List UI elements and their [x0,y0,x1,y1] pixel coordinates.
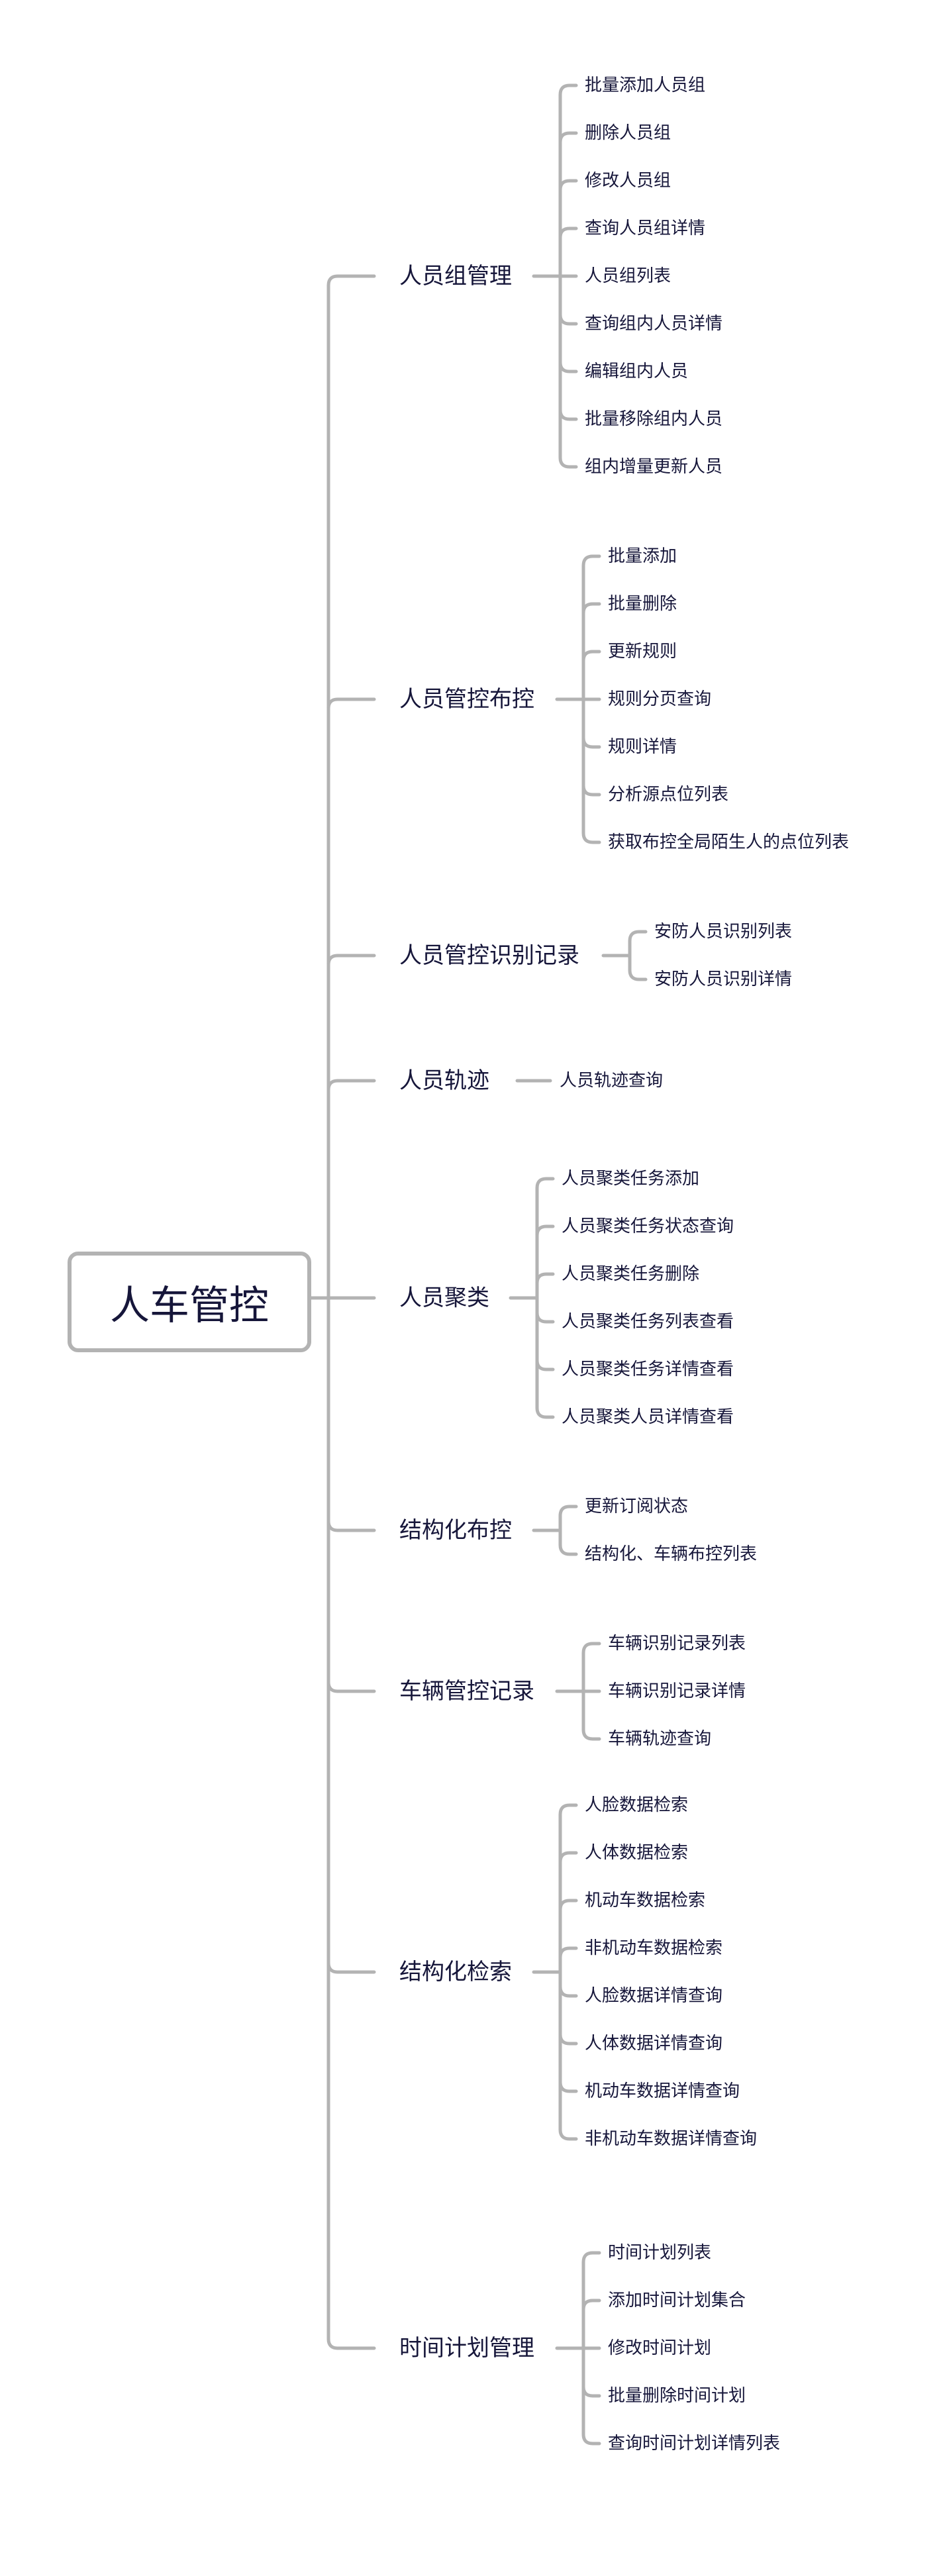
leaf-node[interactable]: 批量移除组内人员 [585,409,723,429]
trunk-branch-line [326,1296,376,1532]
branch-node[interactable]: 人员组管理 [399,263,512,289]
leaf-node[interactable]: 时间计划列表 [608,2243,712,2263]
root-label: 人车管控 [110,1282,269,1329]
leaf-connector [558,1970,578,2046]
leaf-connector [535,1296,555,1324]
leaf-connector [581,602,601,701]
leaf-node[interactable]: 结构化、车辆布控列表 [585,1544,758,1564]
branch-node[interactable]: 时间计划管理 [399,2335,534,2361]
leaf-connector [581,697,601,749]
leaf-connector [581,2346,601,2446]
leaf-connector [535,1272,555,1300]
leaf-node[interactable]: 修改人员组 [585,171,671,191]
branch-node[interactable]: 人员聚类 [399,1285,489,1311]
trunk-branch-line [326,1296,376,1693]
leaf-node[interactable]: 车辆识别记录详情 [608,1681,746,1701]
leaf-node[interactable]: 人员聚类任务添加 [562,1169,700,1189]
leaf-connector [558,274,578,326]
leaf-connector [628,930,648,958]
leaf-connector [558,1528,578,1556]
leaf-node[interactable]: 规则分页查询 [608,689,712,709]
branch-node[interactable]: 人员管控识别记录 [399,942,579,969]
leaf-connector [558,226,578,278]
leaf-connector [558,83,578,278]
leaf-connector [558,1505,578,1532]
leaf-node[interactable]: 更新规则 [608,642,677,662]
leaf-node[interactable]: 获取布控全局陌生人的点位列表 [608,832,850,852]
leaf-node[interactable]: 修改时间计划 [608,2338,712,2358]
leaf-connector [558,1946,578,1974]
leaf-connector [558,1970,578,2093]
leaf-node[interactable]: 安防人员识别列表 [654,922,793,942]
leaf-node[interactable]: 编辑组内人员 [585,362,689,381]
leaf-node[interactable]: 批量添加人员组 [585,75,706,95]
leaf-node[interactable]: 人员轨迹查询 [560,1071,664,1091]
leaf-node[interactable]: 批量删除时间计划 [608,2386,746,2406]
leaf-connector [558,1803,578,1974]
leaf-node[interactable]: 人脸数据详情查询 [585,1986,723,2006]
leaf-node[interactable]: 人员聚类任务状态查询 [562,1216,734,1236]
root-node[interactable]: 人车管控 [68,1252,311,1352]
leaf-node[interactable]: 人员聚类任务删除 [562,1264,700,1284]
branch-node[interactable]: 车辆管控记录 [399,1678,534,1705]
leaf-node[interactable]: 安防人员识别详情 [654,969,793,989]
leaf-node[interactable]: 分析源点位列表 [608,785,729,805]
leaf-node[interactable]: 人体数据检索 [585,1843,689,1863]
trunk-branch-line [326,954,376,1300]
leaf-node[interactable]: 机动车数据检索 [585,1891,706,1910]
leaf-connector [558,131,578,278]
leaf-node[interactable]: 组内增量更新人员 [585,457,723,477]
leaf-node[interactable]: 查询组内人员详情 [585,314,723,334]
leaf-node[interactable]: 批量删除 [608,594,677,614]
leaf-node[interactable]: 删除人员组 [585,123,671,143]
trunk-branch-line [326,697,376,1300]
leaf-connector [558,1851,578,1974]
leaf-connector [558,274,578,469]
leaf-connector [535,1177,555,1300]
leaf-connector [581,2346,601,2398]
leaf-connector [581,1689,601,1741]
leaf-node[interactable]: 人员聚类任务列表查看 [562,1312,734,1332]
leaf-connector [581,2299,601,2350]
branch-node[interactable]: 人员管控布控 [399,686,534,713]
leaf-node[interactable]: 人脸数据检索 [585,1795,689,1815]
leaf-node[interactable]: 批量添加 [608,546,677,566]
leaf-connector [581,650,601,701]
leaf-node[interactable]: 人员聚类人员详情查看 [562,1407,734,1427]
trunk-branch-line [326,1079,376,1300]
leaf-connector [581,554,601,701]
leaf-connector [581,697,601,844]
leaf-connector [558,1970,578,1998]
branch-node[interactable]: 人员轨迹 [399,1067,489,1094]
leaf-node[interactable]: 车辆轨迹查询 [608,1729,712,1749]
leaf-connector [558,1970,578,2141]
trunk-branch-line [326,1296,376,1974]
branch-node[interactable]: 结构化检索 [399,1959,512,1985]
leaf-node[interactable]: 人员聚类任务详情查看 [562,1360,734,1379]
branch-node[interactable]: 结构化布控 [399,1517,512,1544]
leaf-connector [581,1642,601,1693]
leaf-node[interactable]: 更新订阅状态 [585,1497,689,1516]
leaf-connector [558,179,578,278]
leaf-connector [535,1224,555,1300]
leaf-node[interactable]: 人体数据详情查询 [585,2034,723,2054]
leaf-node[interactable]: 非机动车数据检索 [585,1938,723,1958]
leaf-node[interactable]: 机动车数据详情查询 [585,2081,740,2101]
leaf-node[interactable]: 非机动车数据详情查询 [585,2129,758,2149]
leaf-node[interactable]: 人员组列表 [585,266,671,286]
leaf-connector [535,1296,555,1419]
leaf-connector [558,274,578,421]
leaf-node[interactable]: 添加时间计划集合 [608,2291,746,2310]
leaf-connector [558,1899,578,1974]
leaf-node[interactable]: 查询人员组详情 [585,219,706,238]
leaf-connector [535,1296,555,1371]
trunk-branch-line [326,274,376,1300]
leaf-connector [581,2251,601,2350]
leaf-node[interactable]: 查询时间计划详情列表 [608,2434,781,2453]
trunk-branch-line [326,1296,376,2350]
leaf-node[interactable]: 车辆识别记录列表 [608,1634,746,1654]
leaf-node[interactable]: 规则详情 [608,737,677,757]
leaf-connector [628,954,648,981]
